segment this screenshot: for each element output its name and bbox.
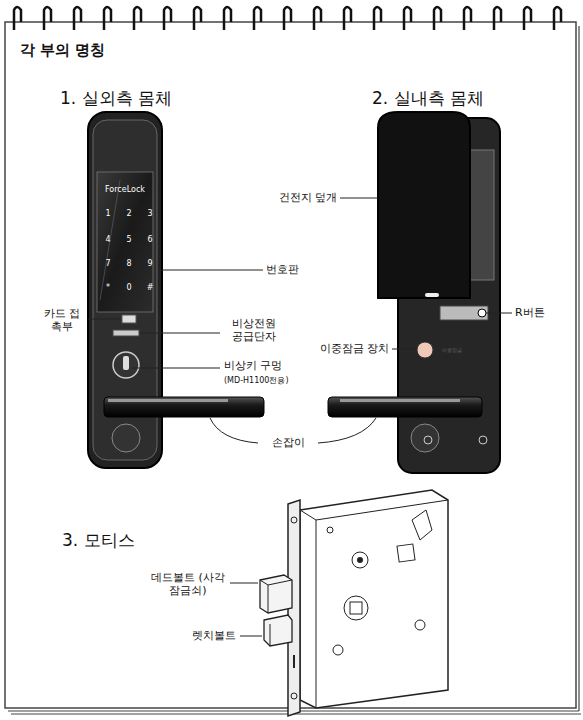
spiral-ring: [284, 7, 291, 30]
spiral-ring: [194, 7, 201, 30]
spiral-ring: [374, 7, 381, 30]
part-label: 이중잠금 장치: [320, 342, 390, 355]
spiral-ring: [314, 7, 321, 30]
section-heading: 2. 실내측 몸체: [372, 88, 484, 108]
spiral-ring: [434, 7, 441, 30]
part-note: (MD-H1100전용): [224, 376, 289, 386]
spiral-ring: [224, 7, 231, 30]
part-label: 비상키 구멍: [224, 359, 283, 372]
spiral-ring: [14, 7, 21, 30]
part-label: R버튼: [515, 306, 545, 319]
tiny-print: 이중잠금: [442, 347, 462, 353]
section-heading: 3. 모티스: [62, 530, 135, 550]
key-digit: 3: [147, 209, 152, 219]
spiral-ring: [524, 7, 531, 30]
key-digit: 0: [126, 283, 131, 293]
part-label: 데드볼트 (사각잠금쇠): [147, 571, 229, 597]
key-digit: 8: [126, 259, 131, 269]
brand-text: ForceLock: [105, 185, 145, 195]
spiral-ring: [554, 7, 561, 30]
key-digit: 6: [147, 235, 152, 245]
part-label: 렛치볼트: [192, 629, 236, 642]
spiral-ring: [104, 7, 111, 30]
key-digit: 2: [126, 209, 131, 219]
part-label: 손잡이: [272, 436, 305, 449]
spiral-ring: [344, 7, 351, 30]
key-digit: 5: [126, 235, 131, 245]
key-digit: #: [147, 283, 154, 293]
part-label: 카드 접촉부: [40, 307, 84, 333]
page-title: 각 부의 명칭: [20, 41, 105, 59]
spiral-ring: [44, 7, 51, 30]
key-digit: 1: [105, 209, 110, 219]
section-heading: 1. 실외측 몸체: [60, 88, 172, 108]
spiral-ring: [494, 7, 501, 30]
spiral-ring: [134, 7, 141, 30]
key-digit: 4: [105, 235, 110, 245]
part-label: 번호판: [266, 263, 299, 276]
spiral-ring: [464, 7, 471, 30]
spiral-ring: [164, 7, 171, 30]
spiral-ring: [74, 7, 81, 30]
key-digit: *: [106, 283, 110, 293]
spiral-ring: [254, 7, 261, 30]
spiral-ring: [404, 7, 411, 30]
part-label: 비상전원 공급단자: [226, 317, 282, 343]
key-digit: 9: [147, 259, 152, 269]
key-digit: 7: [105, 259, 110, 269]
part-label: 건전지 덮개: [279, 191, 338, 204]
